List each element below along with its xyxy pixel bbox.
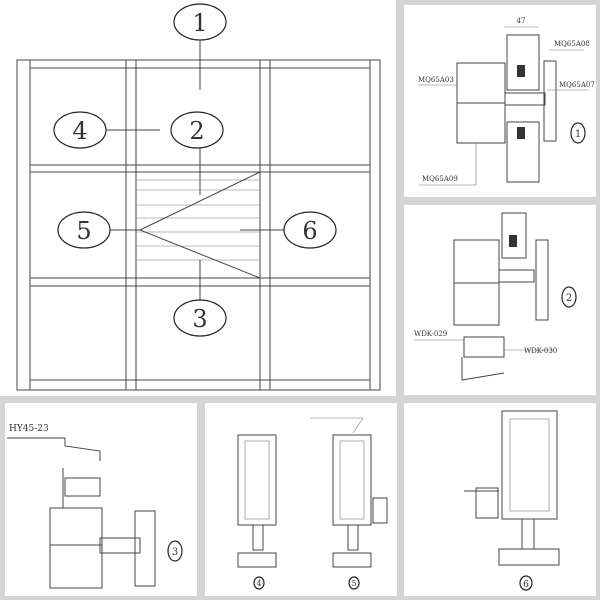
detail-4-5-panel: 4 5 (205, 403, 397, 596)
drawing-label: MQ65A07 (559, 81, 595, 89)
callout-4: 4 (53, 111, 107, 149)
callout-3: 3 (173, 299, 227, 337)
callout-6: 6 (283, 211, 337, 249)
drawing-label: WDK-029 (414, 330, 447, 338)
drawing-label: 2 (566, 293, 572, 304)
drawing-label: 1 (192, 9, 207, 37)
detail-6-panel: 6 (404, 403, 596, 596)
detail-6-drawing: 6 (464, 410, 560, 591)
detail-1-drawing: 47 MQ65A03 MQ65A08 MQ65A07 MQ65A09 1 (418, 17, 595, 186)
drawing-label: 5 (351, 579, 356, 588)
window-elevation-drawing: 1 2 3 4 5 6 (16, 3, 381, 391)
drawing-label: 6 (302, 217, 317, 245)
drawing-label: 3 (172, 547, 178, 558)
drawing-label: 4 (256, 579, 261, 588)
detail-4-5-drawing: 4 5 (237, 417, 388, 590)
callout-5: 5 (57, 211, 111, 249)
drawing-label: 3 (192, 305, 207, 333)
drawing-label: 1 (575, 129, 581, 140)
callout-1: 1 (173, 3, 227, 41)
drawing-label: 6 (523, 580, 529, 590)
detail-3-panel: HY45-23 3 (5, 403, 197, 596)
main-elevation-panel: 1 2 3 4 5 6 (0, 0, 396, 396)
drawing-label: 5 (76, 217, 91, 245)
drawing-label: HY45-23 (9, 424, 49, 434)
drawing-label: 2 (189, 117, 204, 145)
detail-2-drawing: WDK-029 WDK-030 2 (414, 212, 577, 381)
drawing-label: 4 (72, 117, 87, 145)
drawing-label: MQ65A08 (554, 40, 590, 48)
drawing-label: 47 (517, 17, 526, 25)
callout-2: 2 (170, 111, 224, 149)
detail-2-panel: WDK-029 WDK-030 2 (404, 205, 596, 395)
drawing-label: WDK-030 (524, 347, 557, 355)
drawing-label: MQ65A09 (422, 175, 458, 183)
detail-1-panel: 47 MQ65A03 MQ65A08 MQ65A07 MQ65A09 1 (404, 5, 596, 197)
detail-3-drawing: HY45-23 3 (7, 424, 183, 589)
drawing-label: MQ65A03 (418, 76, 454, 84)
